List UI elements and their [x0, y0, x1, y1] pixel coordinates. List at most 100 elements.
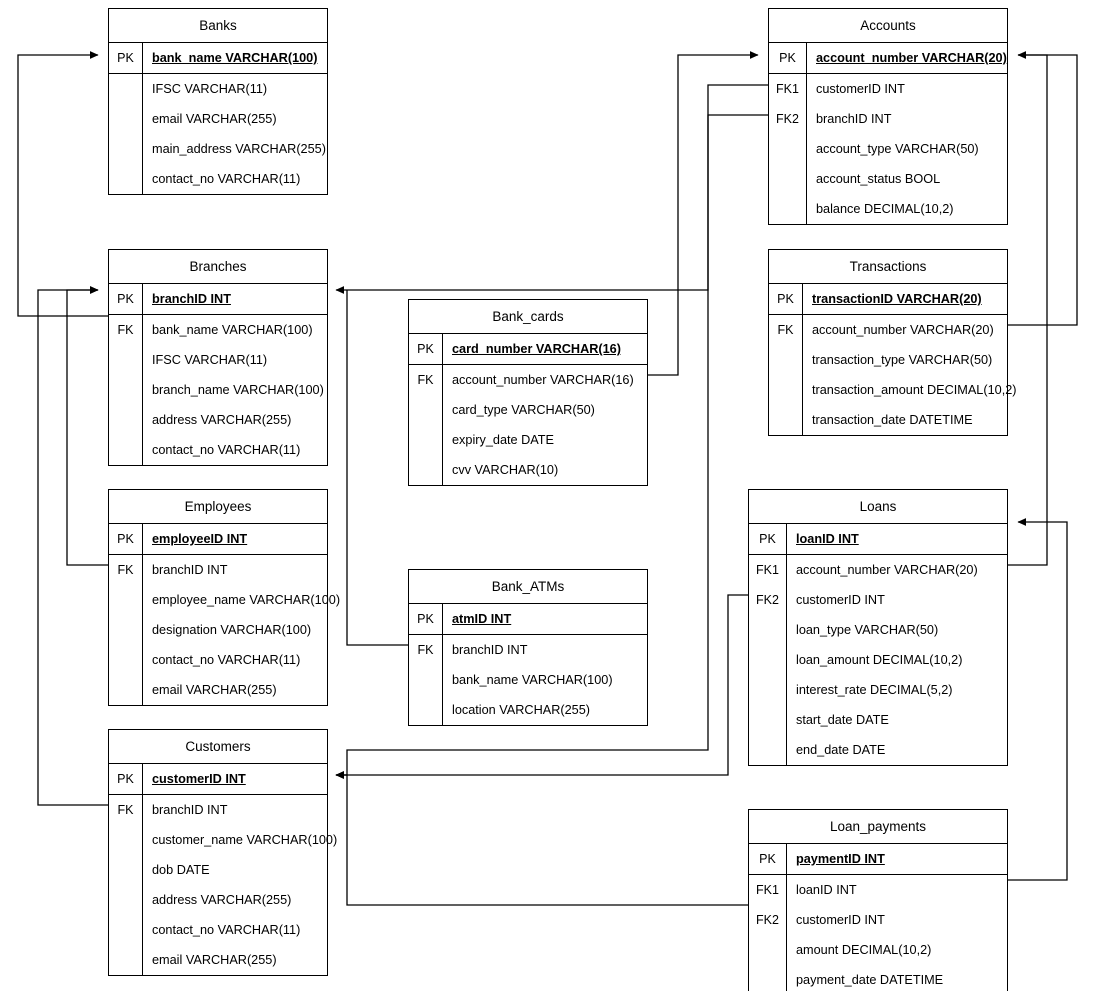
attribute-label: account_number VARCHAR(16) — [452, 373, 634, 387]
attribute-label: branchID INT — [152, 563, 228, 577]
attribute-label: account_number VARCHAR(20) — [796, 563, 978, 577]
attribute-row: main_address VARCHAR(255) — [109, 134, 327, 164]
attribute-row: card_type VARCHAR(50) — [409, 395, 647, 425]
key-badge-empty — [409, 425, 443, 455]
wire-transactions-to-accounts — [1008, 51, 1078, 326]
attribute-label: end_date DATE — [796, 743, 886, 757]
attribute-row: transaction_amount DECIMAL(10,2) — [769, 375, 1017, 405]
key-badge-empty — [109, 74, 143, 104]
attribute-label: start_date DATE — [796, 713, 889, 727]
attribute-row: account_status BOOL — [769, 164, 1007, 194]
attribute-label: customerID INT — [796, 593, 885, 607]
attribute-row: email VARCHAR(255) — [109, 945, 327, 975]
attribute-row: cvv VARCHAR(10) — [409, 455, 647, 485]
attribute-label: loanID INT — [796, 883, 857, 897]
attribute-label: branchID INT — [152, 803, 228, 817]
attribute-label: contact_no VARCHAR(11) — [152, 172, 301, 186]
entity-title-branches: Branches — [109, 250, 327, 284]
key-badge-empty — [109, 855, 143, 885]
key-badge-empty — [109, 675, 143, 705]
attribute-row: loan_type VARCHAR(50) — [749, 615, 1007, 645]
primary-key-attribute: customerID INT — [152, 772, 246, 786]
key-badge-pk: PK — [769, 43, 807, 73]
attribute-row: IFSC VARCHAR(11) — [109, 74, 327, 104]
key-badge-empty — [769, 345, 803, 375]
key-badge-empty — [109, 915, 143, 945]
key-badge-empty — [109, 585, 143, 615]
primary-key-attribute: paymentID INT — [796, 852, 885, 866]
key-badge-fk2: FK2 — [769, 104, 807, 134]
attribute-row: expiry_date DATE — [409, 425, 647, 455]
key-badge-empty — [109, 885, 143, 915]
attribute-row: customer_name VARCHAR(100) — [109, 825, 337, 855]
attribute-row: FK1 account_number VARCHAR(20) — [749, 555, 1007, 585]
key-badge-empty — [109, 405, 143, 435]
key-badge-pk: PK — [749, 844, 787, 874]
attribute-label: email VARCHAR(255) — [152, 112, 277, 126]
key-badge-empty — [749, 965, 787, 991]
attribute-row: interest_rate DECIMAL(5,2) — [749, 675, 1007, 705]
attribute-row: contact_no VARCHAR(11) — [109, 645, 327, 675]
wire-employees-to-branches — [66, 286, 108, 566]
wire-branches-to-banks — [17, 51, 108, 317]
attribute-label: employee_name VARCHAR(100) — [152, 593, 341, 607]
key-badge-pk: PK — [769, 284, 803, 314]
key-badge-empty — [109, 104, 143, 134]
key-badge-fk1: FK1 — [749, 555, 787, 585]
attribute-row: dob DATE — [109, 855, 327, 885]
key-badge-fk: FK — [109, 555, 143, 585]
attribute-label: address VARCHAR(255) — [152, 413, 292, 427]
attribute-label: transaction_type VARCHAR(50) — [812, 353, 993, 367]
attribute-label: loan_type VARCHAR(50) — [796, 623, 939, 637]
attribute-row: FK branchID INT — [109, 555, 327, 585]
key-badge-pk: PK — [409, 604, 443, 634]
key-badge-empty — [109, 345, 143, 375]
attribute-row: start_date DATE — [749, 705, 1007, 735]
attribute-label: expiry_date DATE — [452, 433, 555, 447]
attribute-label: account_type VARCHAR(50) — [816, 142, 979, 156]
attribute-label: branchID INT — [816, 112, 892, 126]
attribute-row: contact_no VARCHAR(11) — [109, 164, 327, 194]
wire-cards-to-accounts — [648, 51, 759, 376]
key-badge-empty — [109, 164, 143, 194]
attribute-label: contact_no VARCHAR(11) — [152, 443, 301, 457]
key-badge-empty — [749, 735, 787, 765]
key-badge-empty — [749, 645, 787, 675]
primary-key-attribute: atmID INT — [452, 612, 512, 626]
entity-title-banks: Banks — [109, 9, 327, 43]
attribute-row: bank_name VARCHAR(100) — [409, 665, 647, 695]
entity-title-bank_cards: Bank_cards — [409, 300, 647, 334]
attribute-label: cvv VARCHAR(10) — [452, 463, 559, 477]
attribute-label: email VARCHAR(255) — [152, 953, 277, 967]
key-badge-empty — [769, 134, 807, 164]
entity-title-employees: Employees — [109, 490, 327, 524]
entity-title-bank_atms: Bank_ATMs — [409, 570, 647, 604]
key-badge-empty — [769, 194, 807, 224]
attribute-row: IFSC VARCHAR(11) — [109, 345, 327, 375]
attribute-label: payment_date DATETIME — [796, 973, 944, 987]
